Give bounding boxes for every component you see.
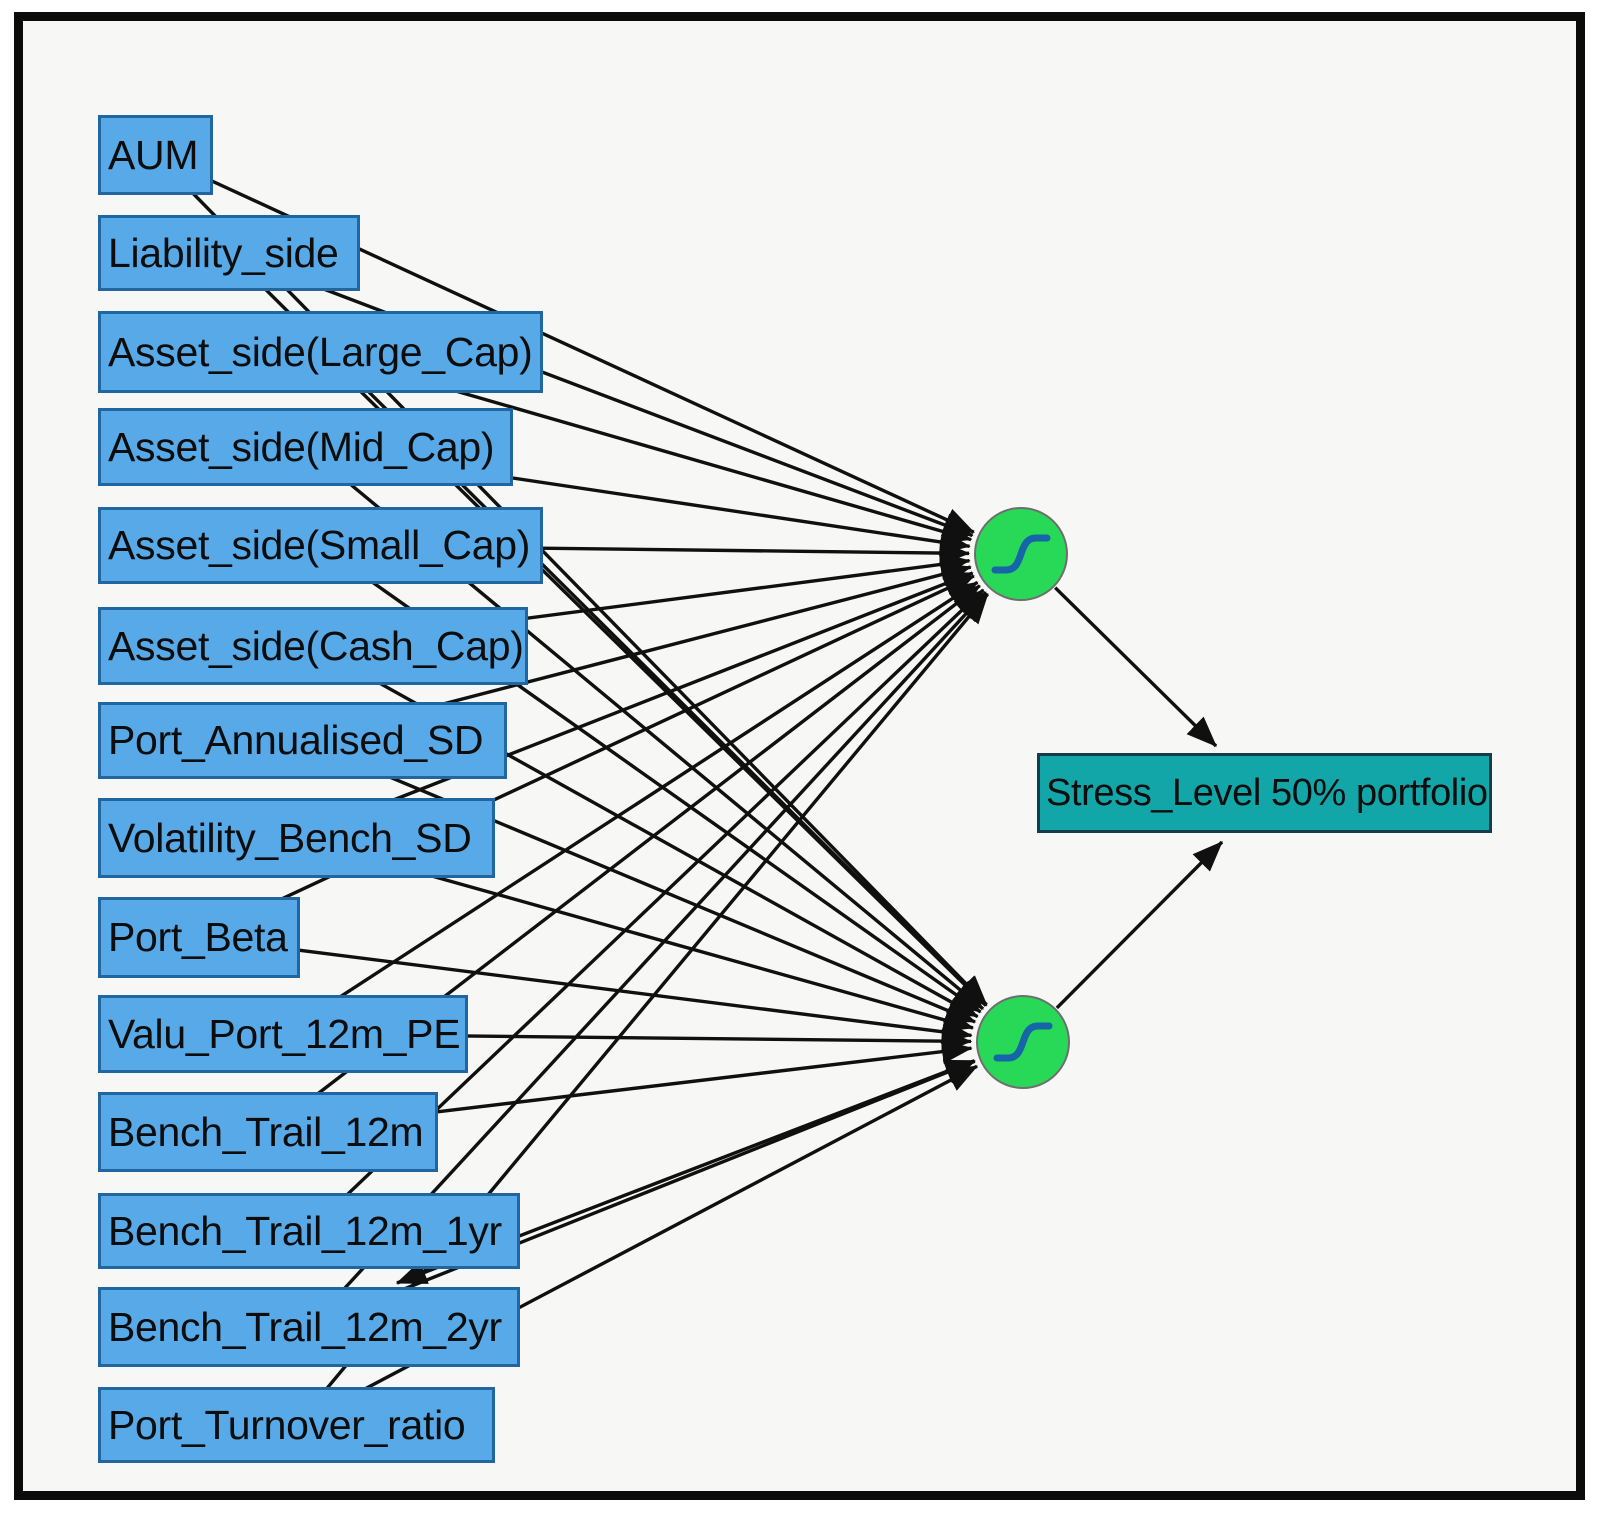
diagram-frame [14,12,1585,1500]
